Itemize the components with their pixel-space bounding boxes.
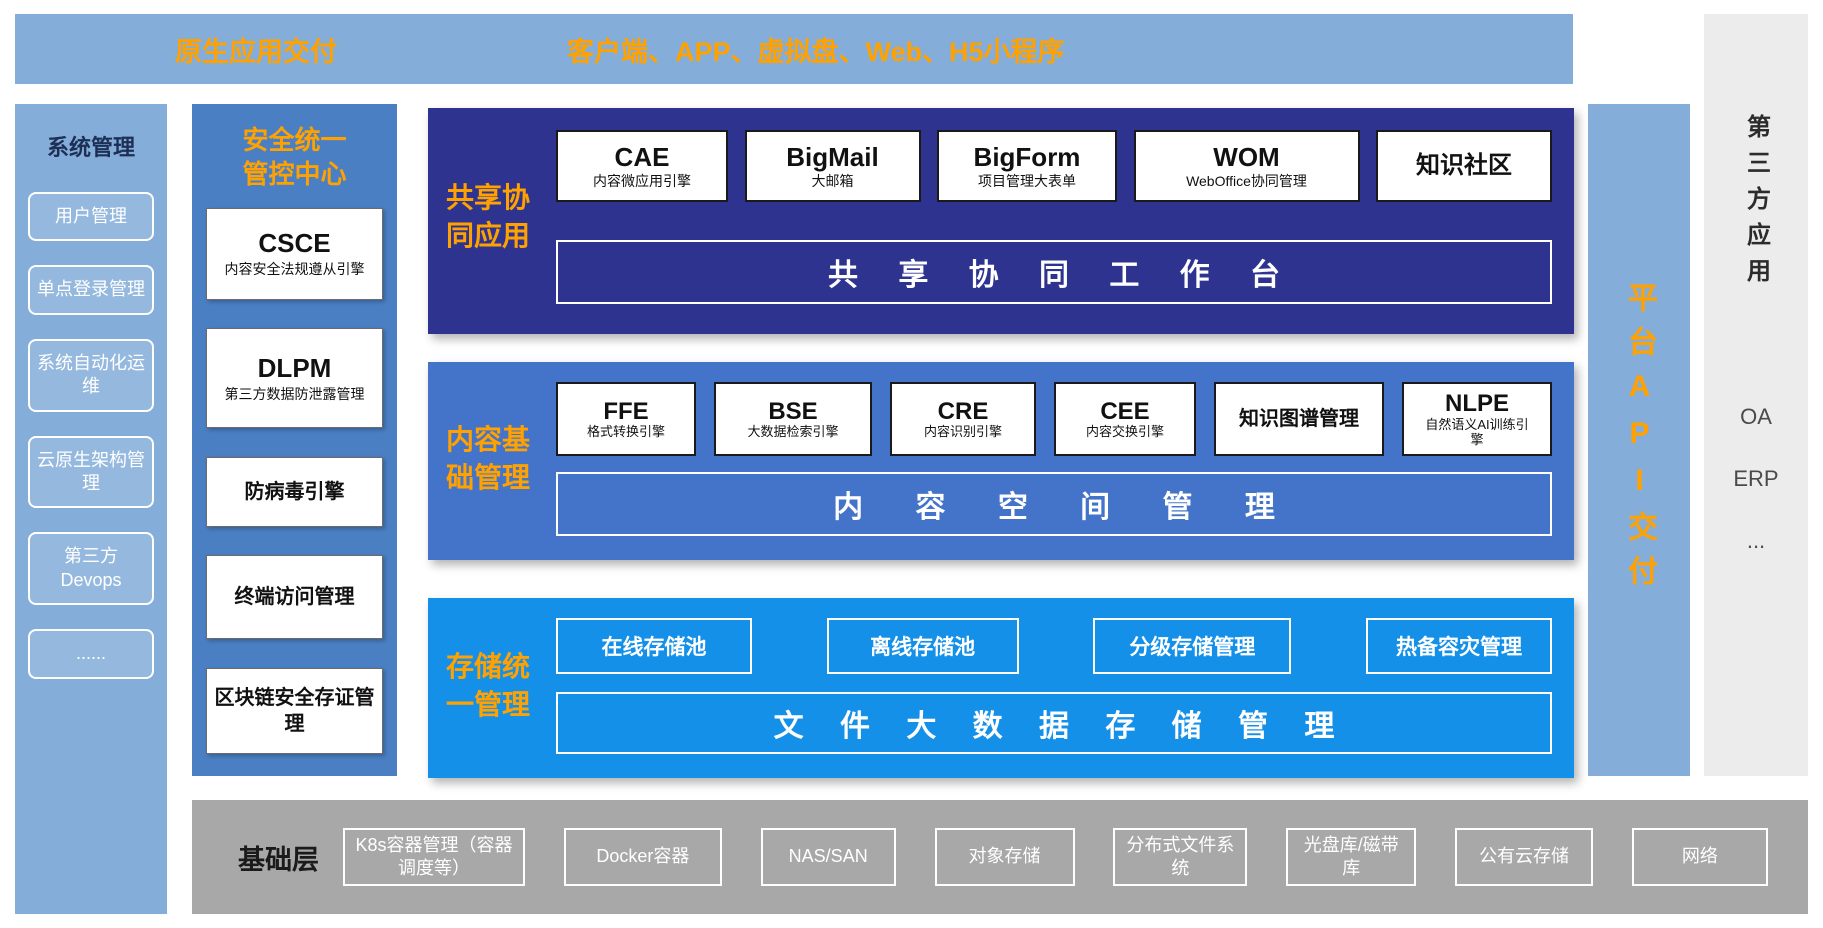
system-items-list: 用户管理 单点登录管理 系统自动化运维 云原生架构管理 第三方Devops ..… (28, 192, 154, 679)
infra-distributed-fs: 分布式文件系统 (1113, 827, 1248, 887)
system-item-devops: 第三方Devops (28, 532, 154, 606)
security-module-terminal-access: 终端访问管理 (206, 555, 383, 640)
native-app-delivery-bar: 原生应用交付 客户端、APP、虚拟盘、Web、H5小程序 (15, 14, 1573, 84)
platform-api-panel: 平台API交付 (1588, 104, 1690, 776)
module-cae: CAE 内容微应用引擎 (556, 130, 728, 202)
module-tiered-storage: 分级存储管理 (1093, 618, 1292, 674)
infra-bar-label: 基础层 (238, 844, 319, 875)
module-ffe: FFE 格式转换引擎 (556, 382, 696, 456)
module-desc: 内容识别引擎 (923, 424, 1002, 440)
security-module-blockchain: 区块链安全存证管理 (206, 667, 383, 754)
module-name: 知识社区 (1416, 152, 1512, 180)
module-name: 防病毒引擎 (244, 480, 345, 503)
module-cre: CRE 内容识别引擎 (890, 382, 1036, 456)
module-name: WOM (1213, 142, 1280, 172)
security-modules-list: CSCE 内容安全法规遵从引擎 DLPM 第三方数据防泄露管理 防病毒引擎 终端… (206, 192, 383, 760)
module-name: DLPM (257, 352, 332, 383)
module-desc: 内容交换引擎 (1085, 424, 1164, 440)
storage-mgmt-section: 存储统一管理 在线存储池 离线存储池 分级存储管理 热备容灾管理 文 件 大 数… (428, 598, 1574, 778)
system-item-user-mgmt: 用户管理 (28, 192, 154, 242)
content-modules-row: FFE 格式转换引擎 BSE 大数据检索引擎 CRE 内容识别引擎 CEE 内容… (556, 382, 1552, 456)
storage-section-body: 在线存储池 离线存储池 分级存储管理 热备容灾管理 文 件 大 数 据 存 储 … (556, 618, 1552, 754)
module-name: NLPE (1444, 390, 1509, 418)
module-name: FFE (603, 397, 649, 425)
module-name: 区块链安全存证管理 (214, 686, 375, 735)
module-name: BSE (768, 397, 818, 425)
infra-nas-san: NAS/SAN (760, 828, 896, 886)
collab-section-label: 共享协同应用 (446, 182, 531, 251)
module-knowledge-graph: 知识图谱管理 (1214, 382, 1384, 456)
collab-section-body: CAE 内容微应用引擎 BigMail 大邮箱 BigForm 项目管理大表单 … (556, 130, 1552, 304)
module-name: CEE (1100, 397, 1150, 425)
module-name: CRE (937, 397, 989, 425)
content-space-bar: 内 容 空 间 管 理 (556, 472, 1552, 536)
infra-k8s: K8s容器管理（容器调度等） (343, 827, 525, 887)
module-bse: BSE 大数据检索引擎 (714, 382, 872, 456)
module-desc: 内容安全法规遵从引擎 (224, 260, 365, 277)
security-panel-title: 安全统一管控中心 (242, 125, 347, 189)
third-party-items-list: OA ERP ... (1733, 404, 1778, 554)
top-bar-label: 原生应用交付 (175, 36, 337, 67)
third-party-item-more: ... (1746, 528, 1766, 553)
module-name: 知识图谱管理 (1239, 407, 1359, 430)
api-panel-label: 平台API交付 (1623, 281, 1656, 599)
infrastructure-bar: 基础层 K8s容器管理（容器调度等） Docker容器 NAS/SAN 对象存储… (192, 800, 1808, 914)
module-cee: CEE 内容交换引擎 (1054, 382, 1196, 456)
module-desc: 格式转换引擎 (586, 424, 665, 440)
storage-section-label: 存储统一管理 (446, 651, 531, 720)
security-control-panel: 安全统一管控中心 CSCE 内容安全法规遵从引擎 DLPM 第三方数据防泄露管理… (192, 104, 397, 776)
content-section-label: 内容基础管理 (446, 424, 531, 493)
security-module-csce: CSCE 内容安全法规遵从引擎 (206, 207, 383, 300)
module-knowledge-community: 知识社区 (1376, 130, 1552, 202)
infra-public-cloud: 公有云存储 (1455, 828, 1594, 886)
third-party-item-erp: ERP (1733, 466, 1779, 491)
top-bar-channels: 客户端、APP、虚拟盘、Web、H5小程序 (567, 36, 1065, 67)
infra-object-storage: 对象存储 (934, 828, 1075, 886)
collab-apps-section: 共享协同应用 CAE 内容微应用引擎 BigMail 大邮箱 BigForm 项… (428, 108, 1574, 334)
infra-docker: Docker容器 (563, 828, 722, 886)
content-section-body: FFE 格式转换引擎 BSE 大数据检索引擎 CRE 内容识别引擎 CEE 内容… (556, 382, 1552, 536)
third-party-item-oa: OA (1740, 404, 1772, 429)
security-module-antivirus: 防病毒引擎 (206, 456, 383, 527)
storage-modules-row: 在线存储池 离线存储池 分级存储管理 热备容灾管理 (556, 618, 1552, 674)
system-item-sso: 单点登录管理 (28, 265, 154, 315)
module-name: BigMail (786, 142, 879, 172)
module-desc: 大数据检索引擎 (747, 424, 839, 440)
system-panel-title: 系统管理 (46, 135, 135, 160)
system-item-cloud-native: 云原生架构管理 (28, 435, 154, 509)
module-online-pool: 在线存储池 (556, 618, 752, 674)
security-module-dlpm: DLPM 第三方数据防泄露管理 (206, 328, 383, 429)
collab-modules-row: CAE 内容微应用引擎 BigMail 大邮箱 BigForm 项目管理大表单 … (556, 130, 1552, 202)
module-wom: WOM WebOffice协同管理 (1133, 130, 1360, 202)
file-bigdata-storage-bar: 文 件 大 数 据 存 储 管 理 (556, 692, 1552, 754)
module-name: CSCE (258, 228, 331, 259)
system-item-more: ...... (28, 629, 154, 679)
module-desc: 内容微应用引擎 (593, 172, 691, 189)
infra-boxes-list: K8s容器管理（容器调度等） Docker容器 NAS/SAN 对象存储 分布式… (343, 827, 1768, 887)
module-desc: 自然语义AI训练引擎 (1425, 416, 1529, 447)
module-name: 终端访问管理 (234, 586, 355, 609)
system-management-panel: 系统管理 用户管理 单点登录管理 系统自动化运维 云原生架构管理 第三方Devo… (15, 104, 167, 914)
infra-optical-tape: 光盘库/磁带库 (1286, 827, 1417, 887)
module-disaster-recovery: 热备容灾管理 (1365, 618, 1552, 674)
module-bigform: BigForm 项目管理大表单 (937, 130, 1117, 202)
third-party-panel: 第三方应用 OA ERP ... (1704, 14, 1808, 776)
module-offline-pool: 离线存储池 (826, 618, 1019, 674)
module-desc: WebOffice协同管理 (1186, 172, 1307, 189)
collab-workbench-bar: 共 享 协 同 工 作 台 (556, 240, 1552, 304)
infra-network: 网络 (1631, 828, 1768, 886)
third-party-title: 第三方应用 (1742, 114, 1770, 294)
module-bigmail: BigMail 大邮箱 (744, 130, 921, 202)
module-desc: 第三方数据防泄露管理 (224, 385, 365, 402)
module-name: BigForm (973, 142, 1081, 172)
content-mgmt-section: 内容基础管理 FFE 格式转换引擎 BSE 大数据检索引擎 CRE 内容识别引擎… (428, 362, 1574, 560)
module-nlpe: NLPE 自然语义AI训练引擎 (1402, 382, 1552, 456)
module-desc: 大邮箱 (811, 172, 854, 189)
module-desc: 项目管理大表单 (978, 172, 1076, 189)
module-name: CAE (614, 142, 670, 172)
system-item-auto-ops: 系统自动化运维 (28, 338, 154, 412)
